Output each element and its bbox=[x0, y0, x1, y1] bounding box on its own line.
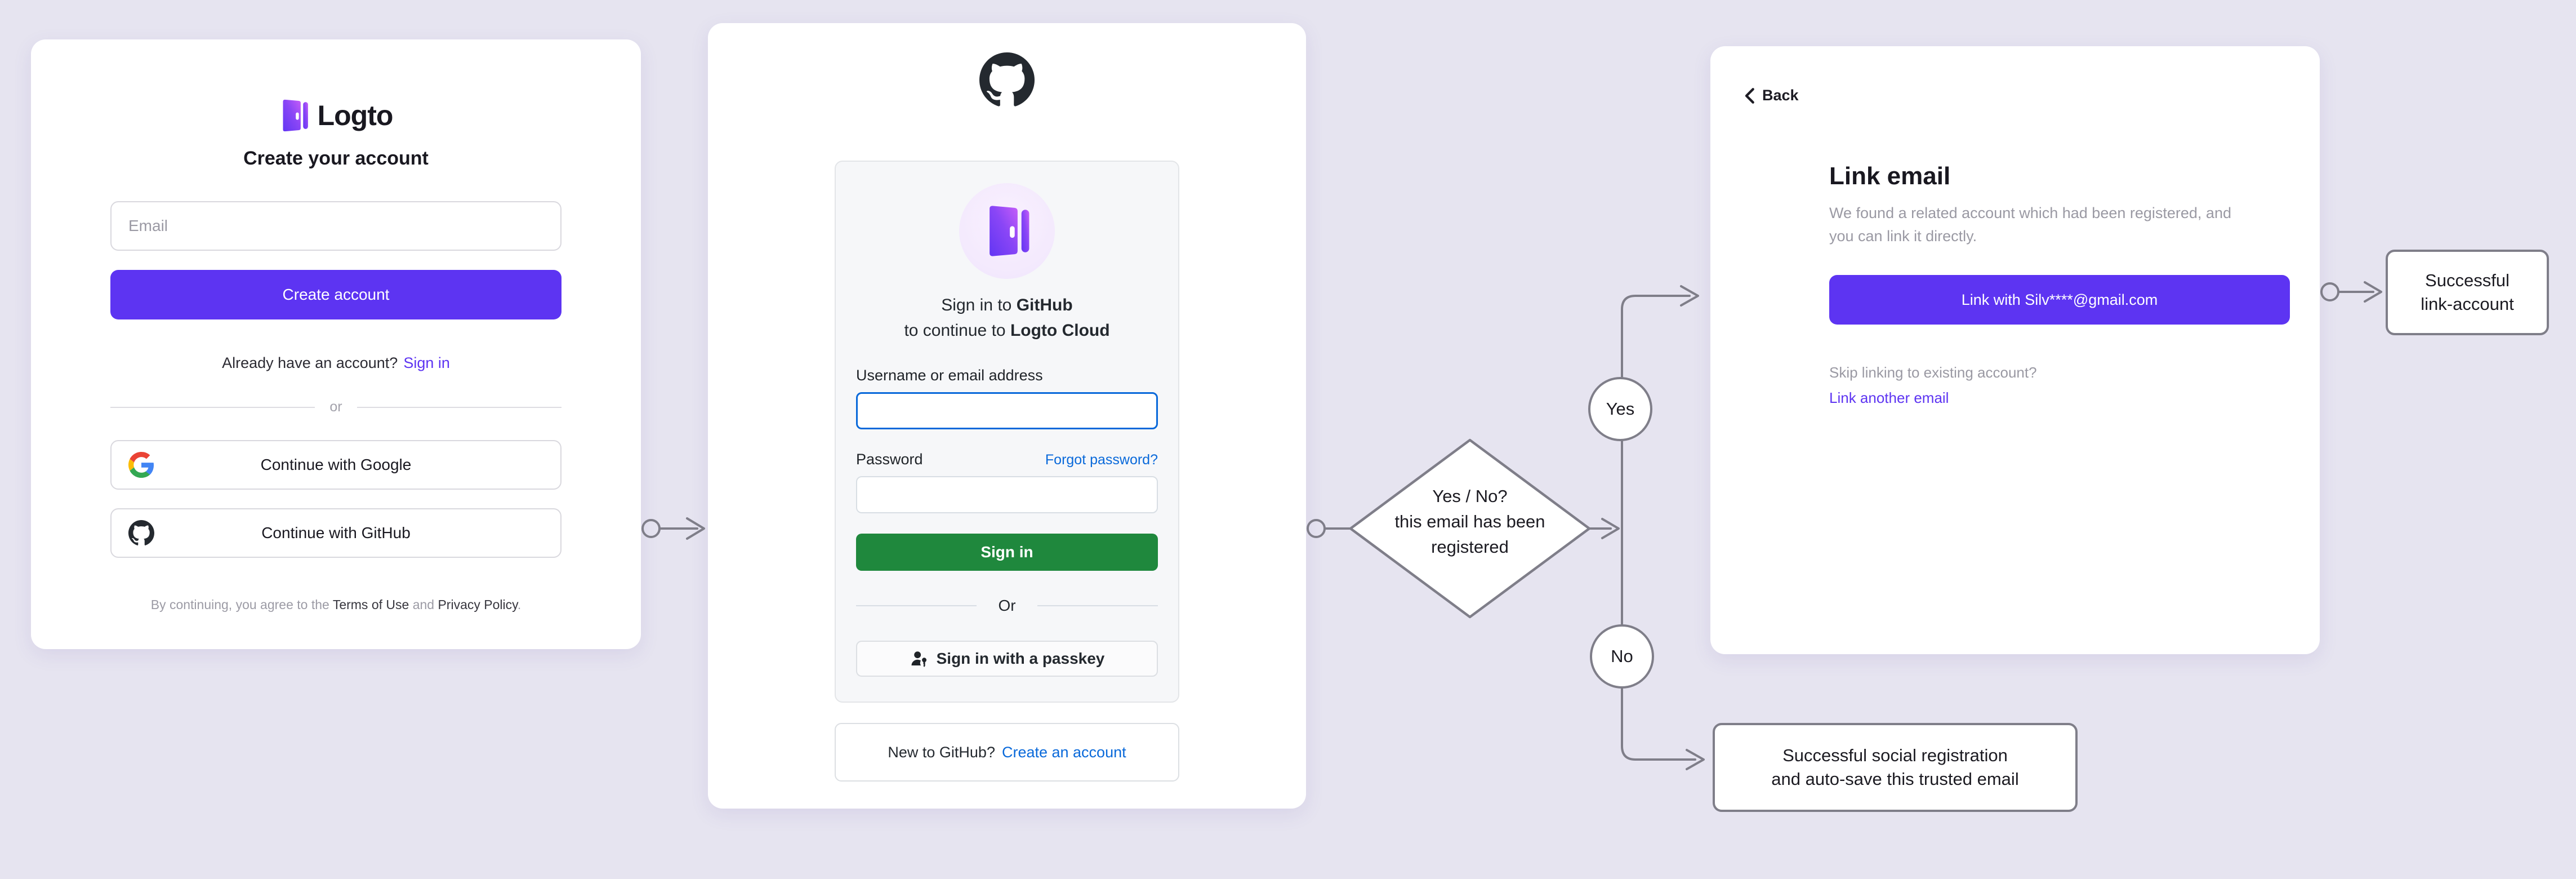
continue-with-github-button[interactable]: Continue with GitHub bbox=[110, 508, 561, 558]
link-another-email-link[interactable]: Link another email bbox=[1829, 389, 1949, 406]
new-to-github-box: New to GitHub? Create an account bbox=[835, 723, 1179, 782]
result-line1: Successful bbox=[2425, 270, 2510, 290]
arrowhead-icon bbox=[1686, 749, 1705, 770]
terms-prefix: By continuing, you agree to the bbox=[150, 597, 329, 612]
connector-start-dot bbox=[2320, 282, 2339, 301]
link-email-description: We found a related account which had bee… bbox=[1829, 202, 2290, 248]
description-line2: you can link it directly. bbox=[1829, 228, 1977, 245]
app-avatar bbox=[959, 183, 1055, 279]
password-input[interactable] bbox=[856, 476, 1158, 513]
arrowhead-icon bbox=[1680, 285, 1699, 307]
result-line1: Successful social registration bbox=[1782, 745, 2008, 765]
email-field[interactable] bbox=[110, 201, 561, 251]
back-button[interactable]: Back bbox=[1743, 87, 1799, 104]
heading-line1-prefix: Sign in to bbox=[941, 296, 1012, 314]
heading-line1-bold: GitHub bbox=[1016, 296, 1073, 314]
description-line1: We found a related account which had bee… bbox=[1829, 205, 2231, 221]
result-line2: and auto-save this trusted email bbox=[1771, 769, 2019, 789]
github-button-label: Continue with GitHub bbox=[261, 524, 411, 541]
back-label: Back bbox=[1762, 87, 1799, 104]
github-icon bbox=[128, 520, 154, 546]
divider-line bbox=[110, 406, 315, 408]
passkey-button-label: Sign in with a passkey bbox=[936, 650, 1105, 667]
signup-title: Create your account bbox=[243, 148, 429, 169]
result-line2: link-account bbox=[2421, 294, 2514, 314]
username-input[interactable] bbox=[856, 392, 1158, 429]
social-registration-result-box: Successful social registration and auto-… bbox=[1713, 723, 2078, 812]
google-button-label: Continue with Google bbox=[260, 456, 412, 473]
github-logo-icon bbox=[979, 52, 1035, 108]
decision-line1: Yes / No? bbox=[1432, 486, 1508, 506]
github-signin-panel: Sign in to GitHub to continue to Logto C… bbox=[708, 23, 1306, 809]
or-divider: or bbox=[110, 399, 562, 415]
link-email-panel: Back Link email We found a related accou… bbox=[1710, 46, 2320, 654]
link-account-result-box: Successful link-account bbox=[2386, 250, 2549, 335]
forgot-password-link[interactable]: Forgot password? bbox=[1045, 452, 1158, 468]
divider-label: or bbox=[329, 399, 342, 415]
arrowhead-icon bbox=[1601, 518, 1620, 539]
signin-link[interactable]: Sign in bbox=[403, 354, 450, 371]
logto-app-icon bbox=[982, 204, 1032, 258]
divider-label: Or bbox=[998, 597, 1016, 614]
skip-linking-text: Skip linking to existing account? bbox=[1829, 364, 2037, 381]
google-icon bbox=[128, 452, 154, 478]
heading-line2-bold: Logto Cloud bbox=[1010, 321, 1110, 340]
github-signin-button[interactable]: Sign in bbox=[856, 534, 1158, 571]
signin-prompt-row: Already have an account? Sign in bbox=[110, 354, 561, 372]
connector-start-dot bbox=[1307, 519, 1326, 538]
privacy-policy-link[interactable]: Privacy Policy bbox=[438, 597, 518, 612]
passkey-signin-button[interactable]: Sign in with a passkey bbox=[856, 641, 1158, 677]
link-email-title: Link email bbox=[1829, 162, 1951, 190]
arrowhead-icon bbox=[686, 517, 705, 540]
decision-line2: this email has been bbox=[1394, 512, 1545, 531]
logto-logo-icon bbox=[279, 98, 309, 133]
terms-suffix: . bbox=[517, 597, 522, 612]
password-label: Password bbox=[856, 451, 923, 468]
divider-line bbox=[856, 605, 977, 606]
divider-line bbox=[356, 406, 562, 408]
chevron-left-icon bbox=[1743, 87, 1755, 104]
create-an-account-link[interactable]: Create an account bbox=[1001, 743, 1126, 761]
logto-brand: Logto bbox=[110, 98, 561, 133]
terms-line: By continuing, you agree to the Terms of… bbox=[110, 597, 561, 612]
new-to-github-text: New to GitHub? bbox=[888, 743, 995, 761]
decision-node-label: Yes / No? this email has been registered bbox=[1369, 483, 1571, 560]
decision-line3: registered bbox=[1431, 537, 1509, 557]
connector-start-dot bbox=[641, 519, 661, 538]
username-label: Username or email address bbox=[856, 367, 1043, 384]
create-account-button[interactable]: Create account bbox=[110, 270, 561, 319]
signin-prompt-text: Already have an account? bbox=[222, 354, 398, 371]
continue-with-google-button[interactable]: Continue with Google bbox=[110, 440, 561, 490]
no-branch-node: No bbox=[1590, 624, 1654, 689]
arrowhead-icon bbox=[2364, 281, 2382, 303]
yes-branch-node: Yes bbox=[1588, 377, 1652, 441]
logto-brand-name: Logto bbox=[317, 100, 394, 131]
github-or-divider: Or bbox=[856, 597, 1158, 615]
logto-signup-panel: Logto Create your account Create account… bbox=[31, 39, 641, 649]
passkey-icon bbox=[910, 649, 929, 668]
github-signin-heading: Sign in to GitHub to continue to Logto C… bbox=[856, 292, 1158, 343]
terms-and: and bbox=[412, 597, 435, 612]
terms-of-use-link[interactable]: Terms of Use bbox=[332, 597, 409, 612]
github-signin-box: Sign in to GitHub to continue to Logto C… bbox=[835, 161, 1179, 703]
link-with-email-button[interactable]: Link with Silv****@gmail.com bbox=[1829, 275, 2290, 325]
divider-line bbox=[1037, 605, 1158, 606]
heading-line2-prefix: to continue to bbox=[904, 321, 1006, 340]
